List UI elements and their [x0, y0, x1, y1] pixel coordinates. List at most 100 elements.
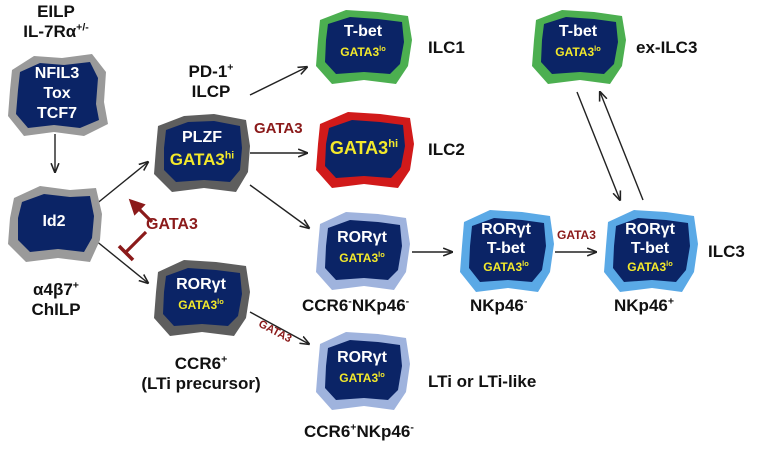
lti-precursor-ccr6-text: CCR6 [174, 354, 222, 373]
lti-cell-text: RORγt GATA3lo [312, 348, 412, 388]
ilc2-label: ILC2 [428, 140, 465, 159]
lti-cell: RORγt GATA3lo [312, 330, 412, 412]
eilp-nfil3: NFIL3 [34, 65, 80, 82]
arrow-lti-precursor-to-lti [249, 311, 309, 344]
lti-bottom-label: CCR6+NKp46- [304, 422, 414, 442]
ccr6-neg-ccr6-sup: - [348, 295, 352, 308]
ccr6-neg-cell-nucleus [325, 220, 402, 280]
chilp-label: α4β7+ ChILP [10, 280, 102, 320]
ilc2-gata3-sup: hi [388, 138, 399, 150]
lti-rorgt: RORγt [337, 349, 387, 366]
ilcp-name: ILCP [191, 82, 231, 101]
ilc2-cell-text: GATA3hi [312, 138, 416, 159]
lti-precursor-gata3-text: GATA3 [178, 298, 218, 312]
chilp-a4b7-sup: + [72, 279, 79, 292]
lti-precursor-cell: RORγt GATA3lo [150, 258, 252, 338]
arrow-ex-ilc3-to-nkp46-pos [576, 91, 620, 200]
ccr6-neg-gata3-sup: lo [378, 250, 385, 259]
nkp46-pos-label-sup: + [667, 295, 675, 308]
eilp-il7r: IL-7Rα+/- [8, 22, 104, 42]
chilp-cell-text: Id2 [42, 213, 66, 230]
ccr6-neg-nkp46-sup: - [405, 295, 410, 308]
arrow-ilcp-to-ccr6-neg [249, 184, 309, 228]
lti-precursor-gata3: GATA3lo [150, 295, 252, 315]
eilp-il7r-text: IL-7Rα [23, 22, 77, 41]
nkp46-neg-rorgt: RORγt [481, 221, 531, 238]
arrow-ilcp-to-ilc1 [249, 67, 307, 96]
ilcp-label: PD-1+ ILCP [166, 62, 256, 102]
nkp46-neg-gata3-arrow-label: GATA3 [557, 228, 596, 242]
nkp46-neg-label: NKp46- [470, 296, 527, 316]
ilc1-cell-nucleus [325, 17, 404, 74]
nkp46-pos-gata3-sup: lo [666, 259, 673, 268]
ilc2-gata3-label: GATA3 [254, 120, 303, 137]
gata3-promote-arrow [128, 198, 154, 224]
ccr6-neg-rorgt: RORγt [337, 229, 387, 246]
ilcp-cell-text: PLZF GATA3hi [150, 127, 254, 171]
ilc1-tbet: T-bet [343, 23, 383, 40]
ilcp-cell: PLZF GATA3hi [150, 112, 254, 194]
ilc2-gata3-text: GATA3 [329, 138, 389, 158]
nkp46-neg-cell-nucleus [469, 218, 546, 282]
ex-ilc3-tbet: T-bet [558, 23, 598, 40]
nkp46-neg-label-sup: - [523, 295, 528, 308]
lti-precursor-label: CCR6+ (LTi precursor) [136, 354, 266, 394]
ilcp-cell-nucleus [164, 121, 242, 182]
ex-ilc3-cell-text: T-bet GATA3lo [528, 22, 628, 62]
ccr6-neg-cell: RORγt GATA3lo [312, 210, 412, 292]
ilcp-gata3-text: GATA3 [169, 150, 225, 169]
ilc1-gata3: GATA3lo [312, 42, 414, 62]
ilc1-label: ILC1 [428, 38, 465, 57]
ilc1-cell-text: T-bet GATA3lo [312, 22, 414, 62]
arrow-chilp-to-lti-precursor [94, 239, 148, 283]
eilp-tox: Tox [43, 85, 71, 102]
ilc1-gata3-sup: lo [379, 44, 386, 53]
ilc3-label: ILC3 [708, 242, 745, 261]
lti-precursor-gata3-sup: lo [217, 297, 224, 306]
ilc2-cell: GATA3hi [312, 110, 416, 190]
lti-bottom-nkp46-sup: - [410, 421, 414, 434]
ilcp-pd1-text: PD-1 [188, 62, 228, 81]
ilcp-gata3: GATA3hi [150, 149, 254, 171]
eilp-cell-nucleus [16, 62, 99, 128]
eilp-cell-text: NFIL3 Tox TCF7 [4, 64, 110, 124]
lti-bottom-ccr6: CCR6 [304, 422, 351, 441]
ccr6-neg-ccr6: CCR6 [302, 296, 349, 315]
ex-ilc3-label: ex-ILC3 [636, 38, 698, 57]
nkp46-pos-gata3: GATA3lo [600, 258, 700, 277]
ex-ilc3-cell-nucleus [541, 17, 618, 74]
lti-precursor-ccr6-sup: + [221, 353, 228, 366]
eilp-name: EILP [37, 2, 75, 21]
eilp-label: EILP IL-7Rα+/- [8, 2, 104, 42]
lti-gata3: GATA3lo [312, 368, 412, 388]
chilp-name: ChILP [31, 300, 81, 319]
gata3-inhibit-bar [117, 244, 135, 262]
ilc2-cell-nucleus [325, 120, 405, 178]
nkp46-pos-cell-text: RORγt T-bet GATA3lo [600, 220, 700, 277]
ex-ilc3-gata3-text: GATA3 [555, 45, 595, 59]
ilcp-pd1: PD-1+ [166, 62, 256, 82]
arrow-nkp46-pos-to-ex-ilc3 [600, 92, 644, 201]
nkp46-neg-label-text: NKp46 [470, 296, 524, 315]
chilp-cell-nucleus [18, 194, 94, 252]
ccr6-neg-label: CCR6-NKp46- [302, 296, 409, 316]
nkp46-pos-label-text: NKp46 [614, 296, 668, 315]
gata3-inhibit-line [124, 230, 148, 254]
ex-ilc3-gata3-sup: lo [594, 44, 601, 53]
ilc1-gata3-text: GATA3 [340, 45, 380, 59]
lti-bottom-ccr6-sup: + [350, 421, 357, 434]
chilp-a4b7-text: α4β7 [33, 280, 73, 299]
eilp-cell: NFIL3 Tox TCF7 [4, 52, 110, 138]
lti-precursor-ccr6: CCR6+ [136, 354, 266, 374]
lti-precursor-rorgt: RORγt [176, 276, 226, 293]
nkp46-pos-cell-nucleus [613, 218, 690, 282]
nkp46-pos-rorgt: RORγt [625, 221, 675, 238]
nkp46-pos-tbet: T-bet [630, 240, 670, 257]
ex-ilc3-cell: T-bet GATA3lo [528, 8, 628, 86]
ccr6-neg-gata3: GATA3lo [312, 248, 412, 268]
nkp46-neg-cell-text: RORγt T-bet GATA3lo [456, 220, 556, 277]
ccr6-neg-nkp46: NKp46 [351, 296, 406, 315]
eilp-tcf7: TCF7 [37, 105, 77, 122]
nkp46-neg-gata3-text: GATA3 [483, 260, 523, 274]
